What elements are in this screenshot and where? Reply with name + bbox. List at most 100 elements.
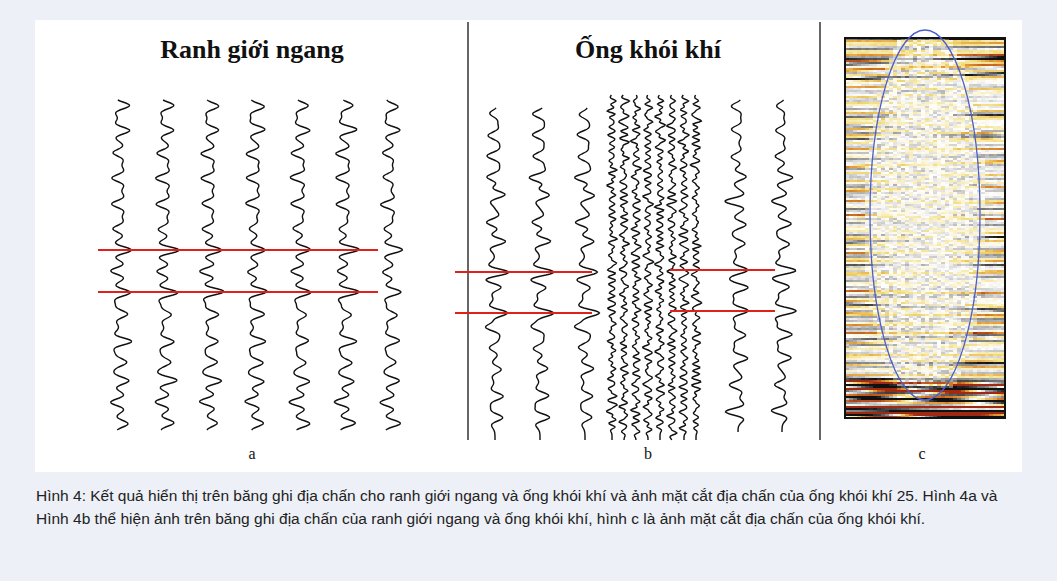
seismic-cell	[877, 264, 881, 266]
seismic-cell	[853, 310, 857, 312]
seismic-cell	[849, 78, 853, 80]
seismic-cell	[873, 262, 877, 264]
seismic-cell	[857, 204, 861, 206]
seismic-cell	[857, 228, 861, 230]
seismic-cell	[885, 176, 889, 178]
seismic-cell	[857, 42, 861, 44]
seismic-cell	[869, 394, 873, 396]
seismic-cell	[857, 322, 861, 324]
seismic-cell	[853, 42, 857, 44]
seismic-cell	[881, 72, 885, 74]
seismic-cell	[849, 250, 853, 252]
seismic-cell	[857, 106, 861, 108]
seismic-cell	[873, 66, 877, 68]
seismic-cell	[849, 224, 853, 226]
seismic-cell	[877, 238, 881, 240]
seismic-cell	[865, 220, 869, 222]
seismic-cell	[865, 310, 869, 312]
seismic-cell	[881, 402, 885, 404]
seismic-cell	[877, 62, 881, 64]
seismic-cell	[853, 112, 857, 114]
seismic-cell	[857, 90, 861, 92]
seismic-cell	[877, 368, 881, 370]
seismic-cell	[877, 270, 881, 272]
seismic-cell	[881, 220, 885, 222]
seismic-cell	[881, 156, 885, 158]
seismic-cell	[877, 220, 881, 222]
seismic-cell	[877, 262, 881, 264]
seismic-cell	[857, 294, 861, 296]
seismic-cell	[853, 364, 857, 366]
seismic-cell	[861, 380, 865, 382]
seismic-cell	[853, 210, 857, 212]
seismic-cell	[861, 262, 865, 264]
seismic-cell	[881, 362, 885, 364]
seismic-cell	[849, 296, 853, 298]
seismic-cell	[853, 202, 857, 204]
seismic-cell	[849, 322, 853, 324]
seismic-cell	[869, 42, 873, 44]
seismic-cell	[857, 412, 861, 414]
seismic-cell	[881, 204, 885, 206]
seismic-cell	[885, 106, 889, 108]
seismic-cell	[881, 150, 885, 152]
seismic-cell	[877, 266, 881, 268]
seismic-cell	[881, 198, 885, 200]
seismic-cell	[869, 52, 873, 54]
seismic-cell	[853, 322, 857, 324]
seismic-cell	[881, 378, 885, 380]
seismic-cell	[849, 366, 853, 368]
seismic-cell	[877, 174, 881, 176]
seismic-cell	[849, 92, 853, 94]
seismic-cell	[869, 382, 873, 384]
seismic-cell	[881, 258, 885, 260]
seismic-cell	[853, 200, 857, 202]
seismic-cell	[849, 98, 853, 100]
seismic-cell	[865, 148, 869, 150]
seismic-cell	[857, 202, 861, 204]
seismic-cell	[865, 350, 869, 352]
seismic-cell	[873, 254, 877, 256]
seismic-cell	[853, 382, 857, 384]
seismic-cell	[849, 66, 853, 68]
seismic-cell	[873, 222, 877, 224]
seismic-cell	[869, 336, 873, 338]
seismic-cell	[857, 326, 861, 328]
seismic-cell	[861, 110, 865, 112]
seismic-cell	[877, 170, 881, 172]
seismic-cell	[865, 326, 869, 328]
seismic-cell	[885, 46, 889, 48]
seismic-cell	[869, 50, 873, 52]
seismic-cell	[877, 218, 881, 220]
seismic-cell	[849, 114, 853, 116]
seismic-cell	[857, 306, 861, 308]
seismic-cell	[849, 126, 853, 128]
seismic-cell	[849, 268, 853, 270]
seismic-cell	[885, 40, 889, 42]
seismic-cell	[865, 108, 869, 110]
seismic-cell	[857, 64, 861, 66]
seismic-cell	[861, 386, 865, 388]
seismic-cell	[865, 396, 869, 398]
seismic-cell	[849, 370, 853, 372]
seismic-cell	[865, 298, 869, 300]
seismic-cell	[849, 142, 853, 144]
seismic-cell	[857, 58, 861, 60]
seismic-cell	[853, 340, 857, 342]
seismic-cell	[877, 76, 881, 78]
seismic-cell	[865, 306, 869, 308]
seismic-cell	[869, 412, 873, 414]
seismic-cell	[861, 232, 865, 234]
seismic-cell	[861, 148, 865, 150]
seismic-cell	[881, 298, 885, 300]
seismic-cell	[857, 74, 861, 76]
seismic-cell	[877, 258, 881, 260]
seismic-cell	[869, 192, 873, 194]
seismic-cell	[865, 382, 869, 384]
seismic-cell	[853, 268, 857, 270]
seismic-cell	[849, 228, 853, 230]
seismic-cell	[877, 242, 881, 244]
seismic-cell	[877, 184, 881, 186]
seismic-cell	[881, 364, 885, 366]
seismic-cell	[853, 148, 857, 150]
